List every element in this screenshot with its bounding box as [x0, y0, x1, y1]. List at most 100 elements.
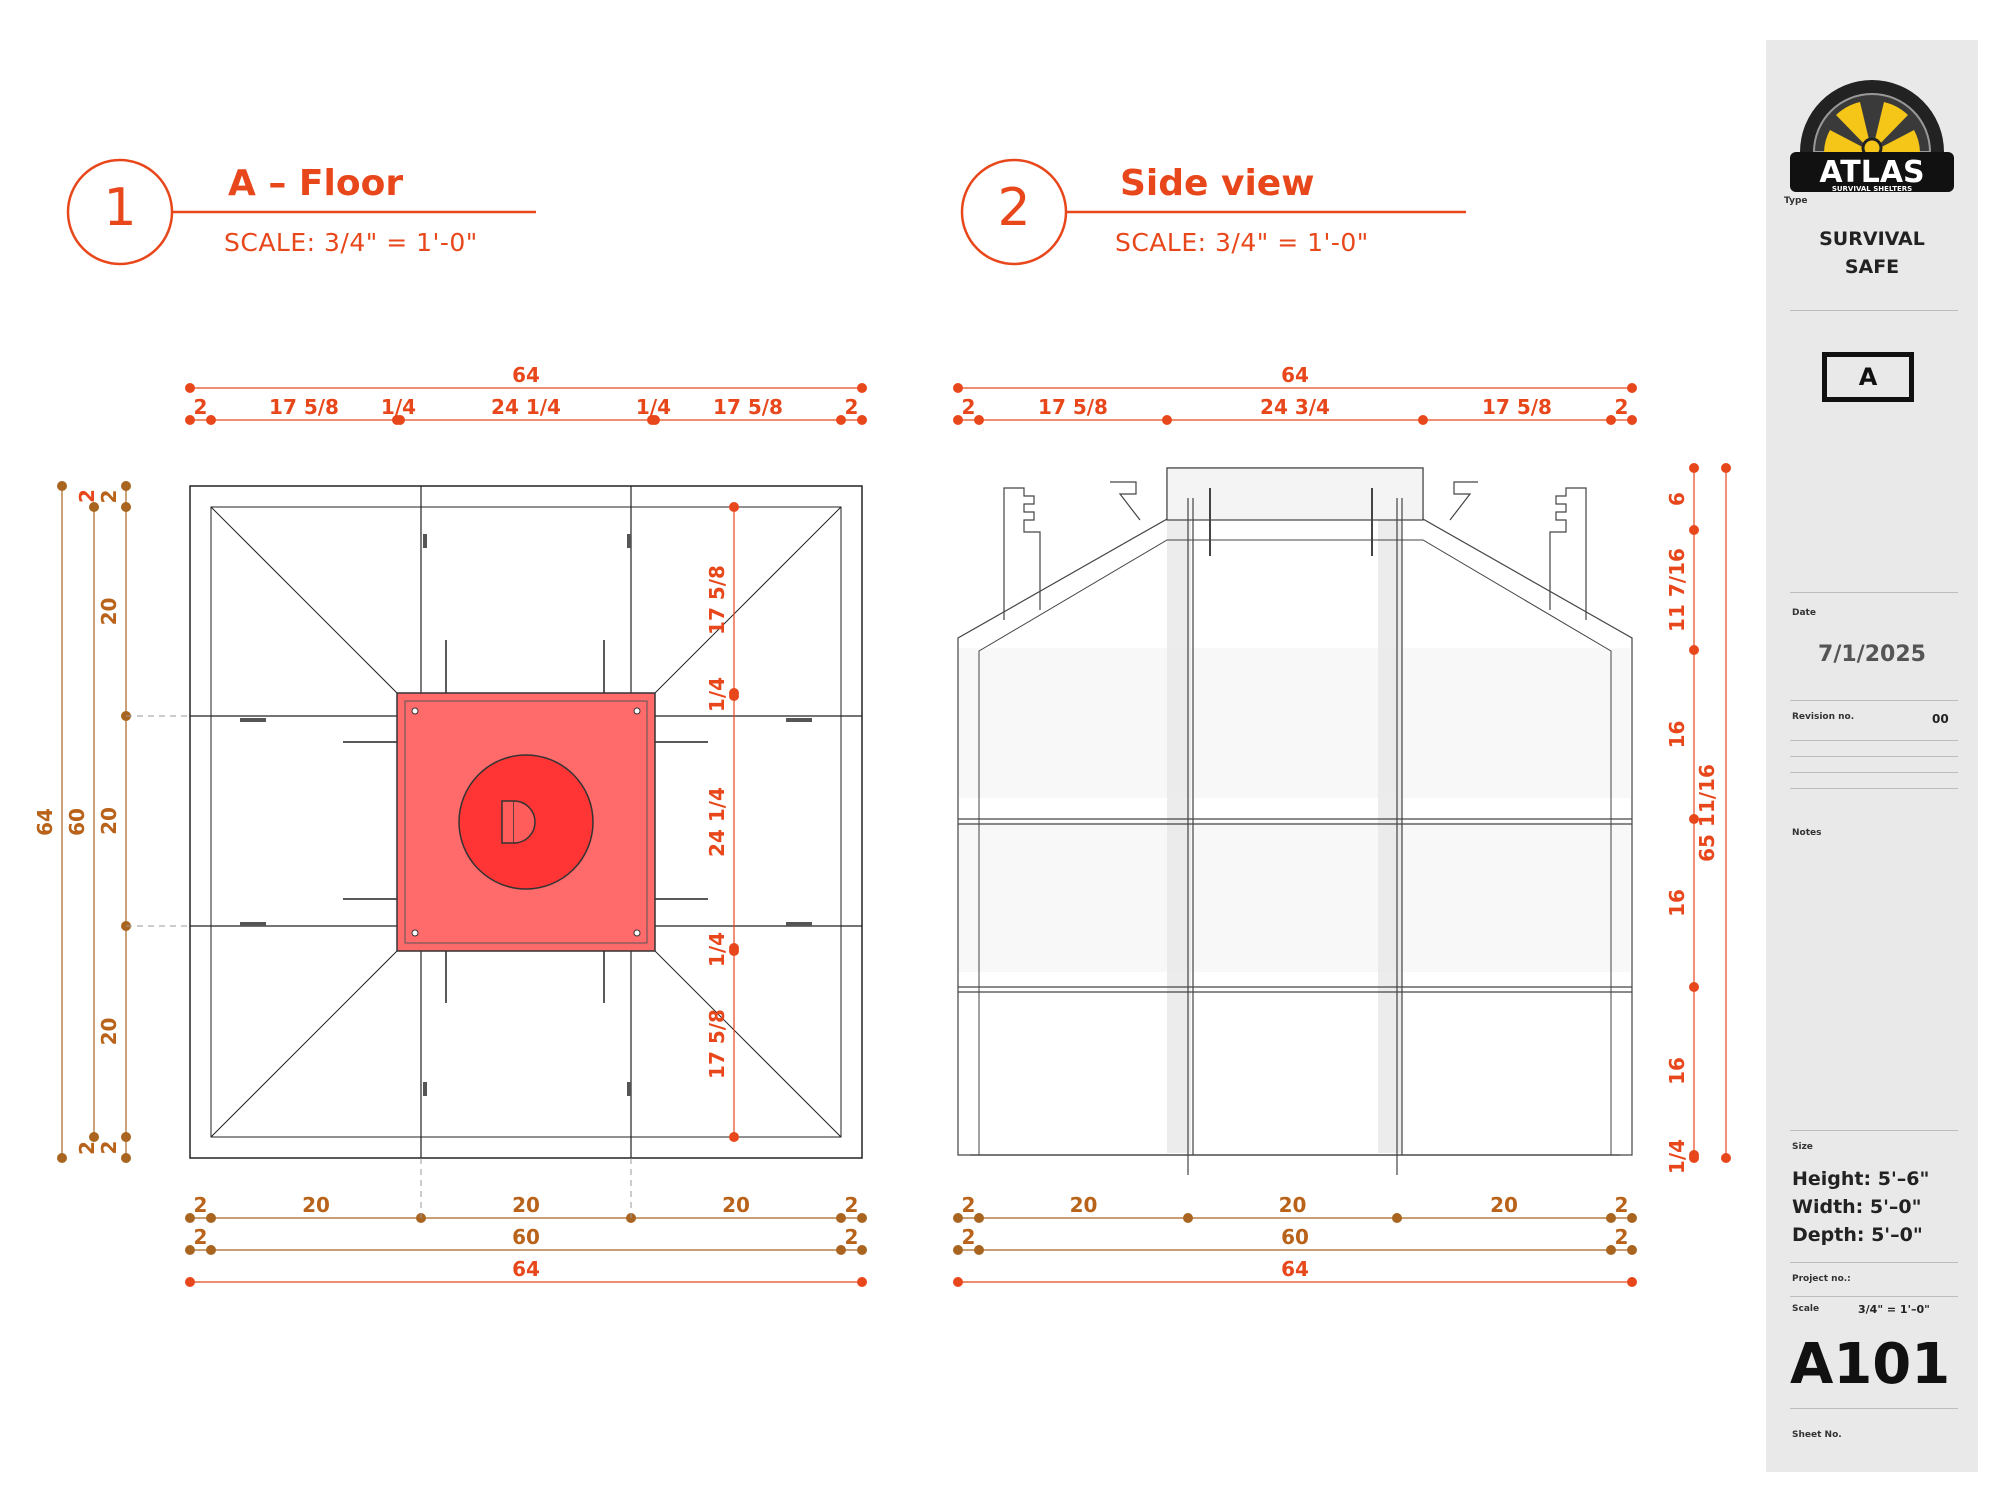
hinge-mark	[627, 534, 631, 548]
dimension-dot	[1689, 525, 1699, 535]
dimension-dot	[729, 502, 739, 512]
dimension-label: 17 5/8	[713, 395, 783, 419]
dimension-label: 1/4	[381, 395, 416, 419]
hinge-mark	[786, 718, 812, 722]
dimension-label: 17 5/8	[269, 395, 339, 419]
dimension-dot	[206, 1245, 216, 1255]
dimension-label: 2	[97, 1141, 121, 1155]
sheet-number: A101	[1790, 1332, 1951, 1397]
hinge-mark	[423, 534, 427, 548]
dimension-label: 1/4	[705, 677, 729, 712]
logo-text: ATLAS	[1819, 155, 1924, 190]
dimension-label: 20	[1070, 1193, 1098, 1217]
dimension-dot	[1721, 463, 1731, 473]
dimension-dot	[57, 1153, 67, 1163]
hatch-bolt-hole	[411, 707, 419, 715]
dimension-dot	[89, 502, 99, 512]
hinge-mark	[423, 1082, 427, 1096]
dimension-label: 2	[194, 1225, 208, 1249]
side-view	[957, 467, 1633, 1175]
floor-diagonal	[210, 506, 398, 694]
dimension-label: 24 3/4	[1260, 395, 1330, 419]
side-hook-left	[1110, 481, 1141, 521]
dimension-dot	[1606, 1213, 1616, 1223]
dimension-label: 20	[97, 598, 121, 626]
hatch-handle-icon	[501, 800, 515, 844]
dimension-dot	[89, 1132, 99, 1142]
dimension-dot	[57, 481, 67, 491]
side-inner-outline	[978, 539, 1612, 1155]
dimension-label: 2	[962, 1193, 976, 1217]
dimension-label: 1/4	[636, 395, 671, 419]
dimension-label: 20	[1490, 1193, 1518, 1217]
dimension-dot	[1689, 982, 1699, 992]
dimension-label: 2	[845, 1193, 859, 1217]
scale-label: Scale	[1792, 1304, 1820, 1314]
dimension-label: 2	[845, 1225, 859, 1249]
dimension-label: 20	[1279, 1193, 1307, 1217]
dimension-label: 2	[845, 395, 859, 419]
atlas-logo: ATLAS SURVIVAL SHELTERS	[1790, 80, 1954, 193]
dimension-label: 60	[512, 1225, 540, 1249]
dimension-dot	[729, 691, 739, 701]
dimension-dot	[857, 1245, 867, 1255]
dimension-dot	[185, 383, 195, 393]
view-1-title: A – Floor	[228, 163, 404, 204]
dimension-label: 20	[97, 1018, 121, 1046]
date-label: Date	[1792, 608, 1816, 618]
dimension-dot	[953, 415, 963, 425]
type-value-line2: SAFE	[1844, 256, 1900, 278]
size-width: Width: 5'–0"	[1792, 1196, 1922, 1218]
dimension-label: 2	[194, 1193, 208, 1217]
dimension-dot	[1627, 1277, 1637, 1287]
hatch-bolt-hole	[633, 929, 641, 937]
hinge-mark	[627, 1082, 631, 1096]
side-outline	[957, 467, 1633, 1156]
side-hook-right	[1449, 481, 1478, 521]
dimension-dot	[1183, 1213, 1193, 1223]
dimension-label: 64	[1281, 363, 1309, 387]
dimension-dot	[857, 1277, 867, 1287]
dimension-dot	[121, 502, 131, 512]
dimension-dot	[650, 415, 660, 425]
dimension-dot	[121, 481, 131, 491]
dimension-dot	[1689, 1153, 1699, 1163]
dimension-dot	[1689, 645, 1699, 655]
type-label: Type	[1784, 196, 1808, 206]
dimension-dot	[395, 415, 405, 425]
hinge-mark	[240, 718, 266, 722]
dimension-label: 64	[512, 1257, 540, 1281]
dimension-dot	[953, 1245, 963, 1255]
floor-hatch	[396, 692, 656, 952]
dimension-label: 11 7/16	[1665, 548, 1689, 632]
dimension-label: 1/4	[705, 932, 729, 967]
dimension-dot	[206, 415, 216, 425]
hatch-inner-edge	[404, 700, 648, 944]
dimension-label: 17 5/8	[1482, 395, 1552, 419]
scale-value: 3/4" = 1'–0"	[1858, 1303, 1930, 1316]
dimension-dot	[857, 1213, 867, 1223]
notes-label: Notes	[1792, 828, 1822, 838]
view-2-title: Side view	[1120, 163, 1315, 204]
dimension-label: 17 5/8	[705, 565, 729, 635]
dimension-dot	[1606, 1245, 1616, 1255]
dimension-dot	[1392, 1213, 1402, 1223]
dimension-label: 24 1/4	[491, 395, 561, 419]
logo-subtext: SURVIVAL SHELTERS	[1832, 185, 1912, 193]
project-label: Project no.:	[1792, 1274, 1851, 1284]
dimension-dot	[185, 1277, 195, 1287]
dimension-label: 60	[1281, 1225, 1309, 1249]
dimension-dot	[185, 415, 195, 425]
title-block: ATLAS SURVIVAL SHELTERS Type SURVIVAL SA…	[1766, 40, 1978, 1472]
type-value-line1: SURVIVAL	[1819, 228, 1925, 250]
hatch-handle-arc	[513, 800, 536, 844]
dimension-dot	[1627, 415, 1637, 425]
dimension-dot	[121, 1153, 131, 1163]
dimension-label: 2	[1615, 1225, 1629, 1249]
dimension-label: 60	[65, 808, 89, 836]
dimension-dot	[185, 1213, 195, 1223]
hinge-mark	[240, 922, 266, 926]
dimension-dot	[953, 383, 963, 393]
dimension-dot	[185, 1245, 195, 1255]
